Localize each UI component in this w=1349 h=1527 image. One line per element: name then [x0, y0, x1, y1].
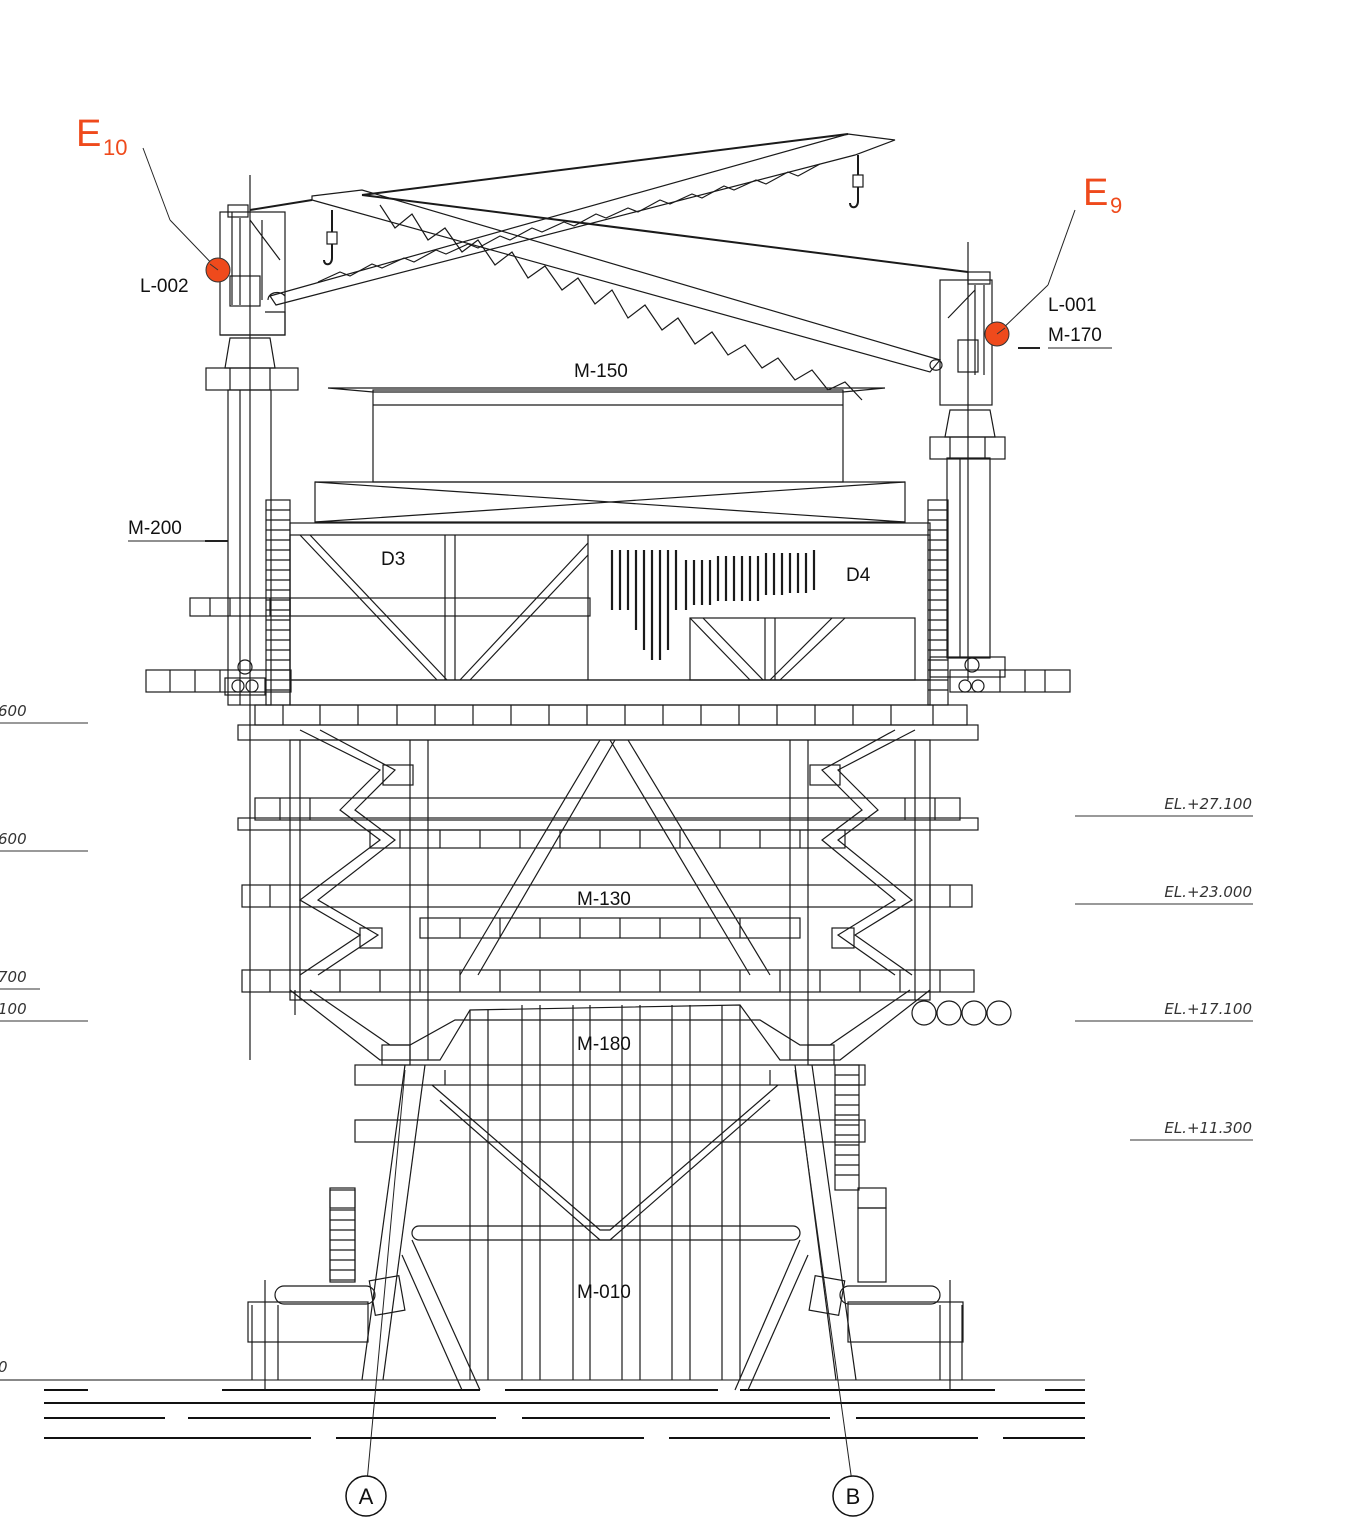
- grid-bubble-a[interactable]: A: [345, 1475, 387, 1517]
- vertical-bars: [610, 550, 816, 660]
- label-m180: M-180: [577, 1034, 631, 1055]
- marker-e9-sub: 9: [1110, 193, 1122, 218]
- elevation-left-0: 0: [0, 1358, 8, 1376]
- sea-level-lines: [0, 1379, 1085, 1439]
- elevation-left-100: 100: [0, 1000, 27, 1018]
- grid-bubble-b-label: B: [846, 1484, 861, 1509]
- elevation-labels: EL.+27.100 EL.+23.000 EL.+17.100 EL.+11.…: [0, 702, 1252, 1376]
- crane-columns: [205, 175, 1006, 1060]
- label-m010: M-010: [577, 1282, 631, 1303]
- label-l001: L-001: [1048, 295, 1097, 316]
- label-d4: D4: [846, 565, 871, 586]
- label-m130: M-130: [577, 889, 631, 910]
- marker-e10-sub: 10: [103, 135, 127, 160]
- deck-ticks: [269, 705, 951, 992]
- label-m150: M-150: [574, 361, 628, 382]
- label-l002: L-002: [140, 276, 189, 297]
- elevation-left-600a: 600: [0, 702, 27, 720]
- marker-e9[interactable]: E 9: [984, 172, 1122, 347]
- module-frame: [237, 704, 1012, 1281]
- elevation-11300: EL.+11.300: [1164, 1119, 1252, 1137]
- elevation-left-600b: 600: [0, 830, 27, 848]
- elevation-23000: EL.+23.000: [1164, 883, 1252, 901]
- topside-modules: [145, 387, 1071, 706]
- marker-e10-letter: E: [76, 113, 101, 155]
- label-m170: M-170: [1048, 325, 1102, 346]
- marker-e10[interactable]: E 10: [76, 113, 231, 283]
- label-m200: M-200: [128, 518, 182, 539]
- elevation-17100: EL.+17.100: [1164, 1000, 1252, 1018]
- label-d3: D3: [381, 549, 405, 570]
- elevation-left-700: 700: [0, 968, 27, 986]
- elevation-lines: [0, 722, 1253, 1141]
- jacket-structure: [247, 1005, 964, 1391]
- elevation-27100: EL.+27.100: [1164, 795, 1252, 813]
- marker-e9-letter: E: [1083, 172, 1108, 214]
- grid-bubble-b[interactable]: B: [832, 1475, 874, 1517]
- grid-bubble-a-label: A: [359, 1484, 374, 1509]
- component-labels: L-002 L-001 M-170 M-150 M-200 D3 D4 M-13…: [128, 276, 1102, 1303]
- crane-booms: [249, 133, 969, 401]
